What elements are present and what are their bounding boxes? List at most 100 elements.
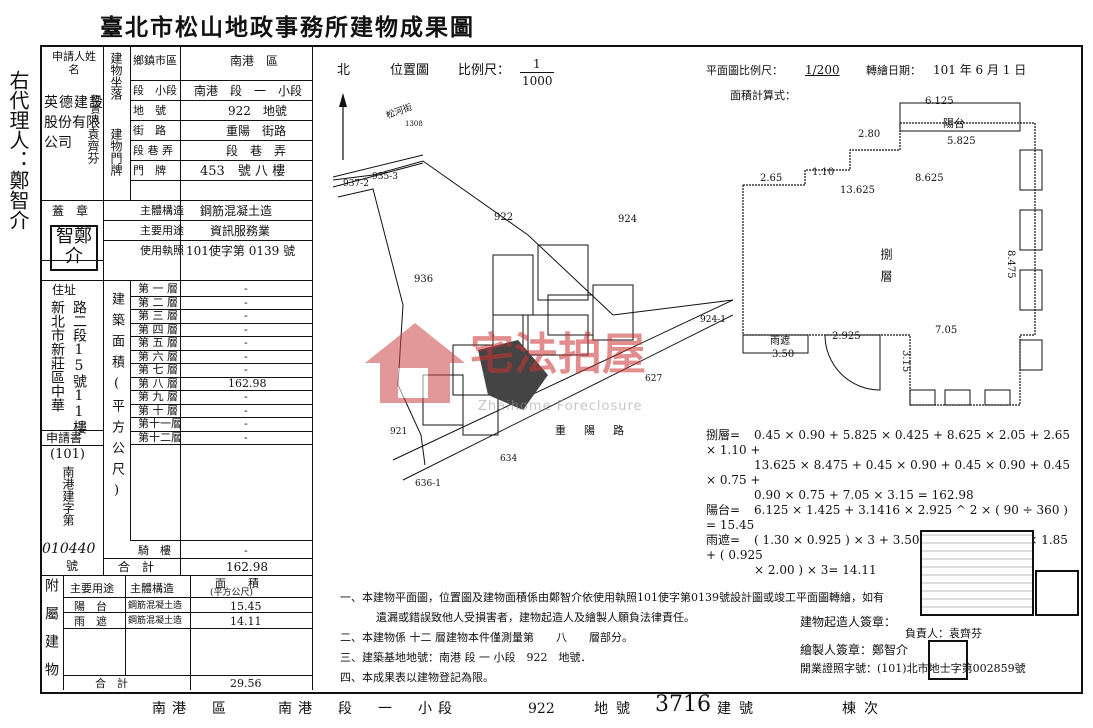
company-seal [920,530,1034,616]
map-north-label: 北 [337,63,351,78]
watermark-en: Zhaihome Foreclosure [478,399,643,414]
floor-area: - [244,403,248,417]
plan-dim: 13.625 [840,185,875,196]
footer-district: 南港 區 [152,701,232,717]
floor-area: - [244,282,248,295]
footer-section: 南港 段 一 小段 [278,701,458,717]
application-header: 申請書 [46,431,83,445]
floor-area: - [244,417,248,430]
lot-label-937-2: 937-2 [343,179,369,189]
floor-area: - [244,430,248,444]
doorplate-header: 建物門牌 [109,128,123,176]
drafter-seal [928,640,968,680]
attached-header: 附屬建物 [43,578,59,690]
license-number: 開業證照字號：(101)北市地士字第002859號 [800,662,1026,675]
formula-label: 捌層= [706,428,741,442]
plan-date-label: 轉繪日期： [866,64,921,77]
floor-area: - [244,309,248,322]
plan-dim: 3.50 [772,349,795,360]
map-scale-num: 1 [533,57,541,71]
floor-area: - [244,336,248,349]
permit-label: 使用執照 [140,244,184,257]
note-line: 一、本建物平面圖，位置圖及建物面積係由鄭智介依使用執照101使字第0139號設計… [340,591,884,604]
builder-rep: 負責人：袁齊芬 [905,627,982,640]
address-header: 住址 [52,283,77,297]
lot-label-924: 924 [618,214,638,225]
attached-col-area-unit: (平方公尺) [210,588,254,598]
plan-dim: 7.05 [935,325,958,336]
lot-value: 922 地號 [228,104,287,118]
map-scale-den: 1000 [522,74,553,88]
number-value: 453 號 八 樓 [200,164,286,179]
lot-label-921: 921 [390,427,408,437]
street-value: 重陽 街路 [226,124,287,138]
lot-label-627: 627 [645,374,663,384]
lot-label: 地 號 [133,104,166,117]
formula-label: 陽台= [706,503,741,517]
formula-text: 0.45 × 0.90 + 5.825 × 0.425 + 8.625 × 2.… [706,428,1071,457]
notes-block: 一、本建物平面圖，位置圖及建物面積係由鄭智介依使用執照101使字第0139號設計… [340,588,920,688]
main-structure-value: 鋼筋混凝土造 [200,204,273,218]
floor-name: 第十一層 [138,417,182,430]
plan-date-value: 101 年 6 月 1 日 [933,63,1027,77]
attached-total-label: 合 計 [95,677,128,690]
attached-row-struct: 鋼筋混凝土造 [128,601,183,611]
plan-dim: 8.475 [1005,250,1016,279]
lot-label-924-1: 924-1 [700,315,726,325]
plan-calc-label: 面積計算式： [730,89,796,102]
watermark-cn: 宅法拍屋 [470,329,646,380]
floor-area: - [244,349,248,363]
footer-lot: 922 [528,701,555,717]
plan-dim: 6.125 [925,96,954,107]
floor-name: 第 八 層 [138,376,178,390]
application-suffix: 號 [66,559,79,573]
applicant-rep-label: 負責人 [88,94,99,124]
address-line-1: 新北市新莊區中華 [49,300,65,412]
builder-sign-label: 建物起造人簽章： [800,615,897,629]
formula-label: 雨遮= [706,533,741,547]
note-line: 遺漏或錯誤致他人受損害者，建物起造人及繪製人願負法律責任。 [376,611,695,624]
stair-value: - [244,544,248,557]
area-formulas: 捌層=0.45 × 0.90 + 5.825 × 0.425 + 8.625 ×… [706,428,1076,578]
map-scale-label: 比例尺： [458,63,511,78]
section-label: 段 小段 [133,84,177,97]
floor-name: 第 七 層 [138,363,178,376]
plan-dim: 3.15 [900,350,911,373]
note-line: 四、本成果表以建物登記為限。 [340,671,494,684]
attached-row-use: 陽 台 [74,600,107,613]
total-label: 合 計 [118,560,155,574]
floor-area-header: 建築面積(平方公尺) [109,292,124,506]
lot-label-636-1: 636-1 [415,479,441,489]
page-title: 臺北市松山地政事務所建物成果圖 [100,14,475,41]
lot-label-922: 922 [494,212,514,223]
footer-building-no: 3716 [655,692,711,717]
plan-dim: 8.625 [915,173,944,184]
attached-row-area: 15.45 [230,600,262,613]
road-label-1308: 1308 [405,120,423,128]
lot-label-936: 936 [414,274,434,285]
street-label: 街 路 [133,124,166,137]
plan-dim: 5.825 [947,136,976,147]
floor-area: 162.98 [228,376,267,390]
attached-total-value: 29.56 [230,677,262,690]
seal-label: 蓋 章 [52,204,89,218]
note-line: 三、建築基地地號：南港 段 一 小段 922 地號． [340,651,592,664]
stair-label: 騎 樓 [138,544,171,557]
floor-area: - [244,363,248,376]
floor-name: 第 四 層 [138,322,178,336]
plan-room-balcony: 陽台 [943,117,965,130]
formula-text: 6.125 × 1.425 + 3.1416 × 2.925 ^ 2 × ( 9… [706,503,1068,532]
attached-row-area: 14.11 [230,615,262,628]
note-line: 二、本建物係 十二 層建物本件僅測量第 八 層部分。 [340,631,633,644]
floor-name: 第 十 層 [138,403,178,417]
formula-text: 13.625 × 8.475 + 0.45 × 0.90 + 0.45 × 0.… [706,458,1071,487]
main-use-label: 主要用途 [140,224,184,237]
attached-col-use: 主要用途 [70,582,114,595]
footer-building-label: 建號 [717,701,761,717]
district-value: 南港 區 [230,54,279,68]
plan-room-canopy: 雨遮 [770,336,790,347]
plan-dim: 2.925 [832,331,861,342]
rep-seal [1035,570,1079,616]
applicant-rep-name: 袁齊芬 [86,128,100,164]
main-use-value: 資訊服務業 [210,224,271,238]
